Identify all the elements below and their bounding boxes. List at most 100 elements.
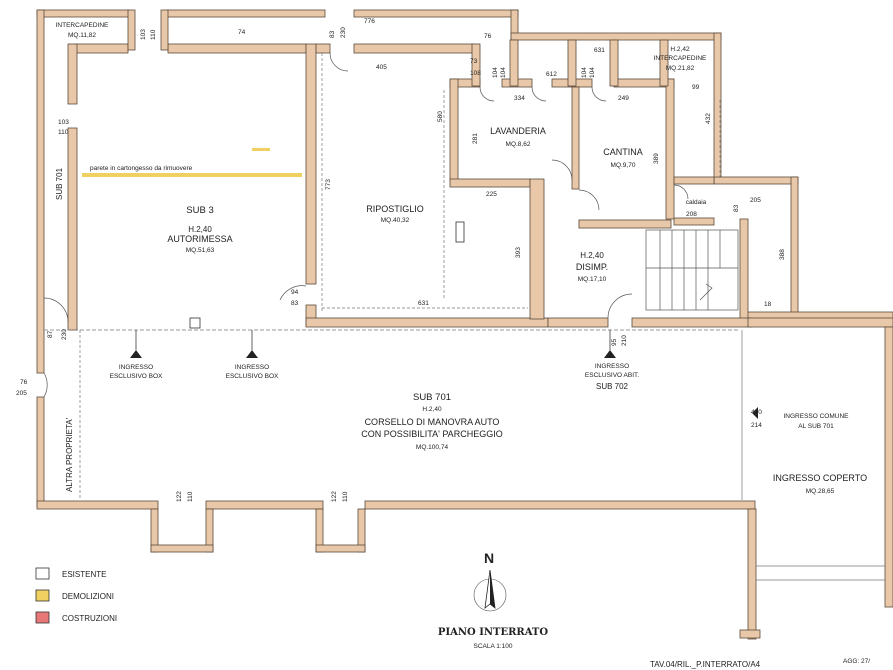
sub-701-side-label: SUB 701 xyxy=(55,167,64,200)
svg-text:DEMOLIZIONI: DEMOLIZIONI xyxy=(62,592,114,601)
dim-773: 773 xyxy=(325,179,332,190)
svg-text:COSTRUZIONI: COSTRUZIONI xyxy=(62,614,117,623)
dim-104-a1: 104 xyxy=(492,67,499,78)
legend-item-construction: COSTRUZIONI xyxy=(35,611,117,624)
dim-208: 208 xyxy=(686,211,697,218)
dim-99: 99 xyxy=(692,84,700,91)
dim-110-b: 110 xyxy=(58,129,69,136)
ingresso-abit-line2: ESCLUSIVO ABIT. xyxy=(585,372,639,379)
dim-83b: 83 xyxy=(733,204,740,212)
north-arrow: N xyxy=(473,550,507,612)
dim-281: 281 xyxy=(472,133,479,144)
dim-122-b: 122 xyxy=(331,491,338,502)
cabinet xyxy=(455,221,465,243)
dim-249: 249 xyxy=(618,95,629,102)
dim-104-b1: 104 xyxy=(581,67,588,78)
dim-205b: 205 xyxy=(16,390,27,397)
dim-87: 87 xyxy=(47,330,54,338)
ingresso-abit-line1: INGRESSO xyxy=(595,363,629,370)
demolition-wall xyxy=(82,148,302,177)
dim-230b: 230 xyxy=(61,329,68,340)
lavanderia-area: MQ.8,62 xyxy=(506,141,531,148)
dim-225: 225 xyxy=(486,191,497,198)
interior-lines xyxy=(44,53,885,581)
dim-631: 631 xyxy=(594,47,605,54)
dim-389: 389 xyxy=(653,153,660,164)
dim-612: 612 xyxy=(546,71,557,78)
ingresso-coperto-name: INGRESSO COPERTO xyxy=(773,473,867,483)
autorimessa-sub: SUB 3 xyxy=(186,205,213,216)
disimpegno-name: DISIMP. xyxy=(576,262,608,272)
dim-103-a: 103 xyxy=(140,29,147,40)
autorimessa-area: MQ.51,63 xyxy=(186,247,215,254)
dim-74: 74 xyxy=(238,29,246,36)
dim-388: 388 xyxy=(779,249,786,260)
ripostiglio-name: RIPOSTIGLIO xyxy=(366,204,424,214)
dim-214: 214 xyxy=(751,422,762,429)
ingresso-comune-line2: AL SUB 701 xyxy=(798,423,834,430)
walls xyxy=(36,9,893,640)
dim-210: 210 xyxy=(621,335,628,346)
ingresso-box-1-line1: INGRESSO xyxy=(119,364,153,371)
legend-item-demolition: DEMOLIZIONI xyxy=(35,589,114,602)
altra-proprieta-label: ALTRA PROPRIETA' xyxy=(65,417,74,492)
dim-110-d: 110 xyxy=(342,491,349,502)
dim-110-a: 110 xyxy=(150,29,157,40)
dim-104-a2: 104 xyxy=(500,67,507,78)
dim-18: 18 xyxy=(764,301,772,308)
room-labels: INTERCAPEDINE MQ.11,82 SUB 3 H.2,40 AUTO… xyxy=(56,22,867,495)
dim-83: 83 xyxy=(329,30,336,38)
dim-94: 94 xyxy=(291,289,299,296)
pillar xyxy=(189,317,201,329)
intercapedine-2-name: INTERCAPEDINE xyxy=(654,55,707,62)
intercapedine-1-area: MQ.11,82 xyxy=(68,32,96,39)
plan-title: PIANO INTERRATO xyxy=(438,627,548,638)
dim-490: 490 xyxy=(751,409,762,416)
corsello-sub: SUB 701 xyxy=(413,392,451,403)
annotations: parete in cartongesso da rimuovere SUB 7… xyxy=(55,165,849,492)
dim-776: 776 xyxy=(364,18,375,25)
cantina-area: MQ.9,70 xyxy=(611,162,636,169)
footer-corner: AGG: 27/ xyxy=(843,658,870,665)
dim-108: 108 xyxy=(470,70,481,77)
dim-631b: 631 xyxy=(418,300,429,307)
dim-432: 432 xyxy=(705,113,712,124)
ingresso-box-1-line2: ESCLUSIVO BOX xyxy=(110,373,163,380)
dim-393: 393 xyxy=(515,247,522,258)
dim-73: 73 xyxy=(470,58,478,65)
corsello-area: MQ.100,74 xyxy=(416,444,449,451)
disimpegno-area: MQ.17,10 xyxy=(578,276,607,283)
ingresso-comune-line1: INGRESSO COMUNE xyxy=(783,413,849,420)
legend-item-existing: ESISTENTE xyxy=(35,567,106,580)
dimensions: 103 110 74 83 230 776 76 631 405 73 108 … xyxy=(16,18,786,502)
intercapedine-1-name: INTERCAPEDINE xyxy=(56,22,109,29)
corsello-height: H.2,40 xyxy=(422,406,442,413)
dim-95: 95 xyxy=(611,338,618,346)
plan-scale: SCALA 1:100 xyxy=(473,643,512,650)
door-swings xyxy=(43,52,689,398)
ingresso-box-2-line1: INGRESSO xyxy=(235,364,269,371)
dim-76: 76 xyxy=(484,33,492,40)
corsello-line2: CON POSSIBILITA' PARCHEGGIO xyxy=(361,429,502,439)
dim-230: 230 xyxy=(340,27,347,38)
disimpegno-height: H.2,40 xyxy=(580,251,604,260)
autorimessa-name: AUTORIMESSA xyxy=(167,234,232,244)
ripostiglio-area: MQ.40,32 xyxy=(381,217,410,224)
caldaia-label: caldaia xyxy=(686,199,707,206)
ingresso-abit-line3: SUB 702 xyxy=(596,382,629,391)
corsello-line1: CORSELLO DI MANOVRA AUTO xyxy=(365,417,500,427)
svg-text:ESISTENTE: ESISTENTE xyxy=(62,570,106,579)
staircase xyxy=(645,229,739,311)
dim-83c: 83 xyxy=(291,300,299,307)
dim-334: 334 xyxy=(514,95,525,102)
dim-405: 405 xyxy=(376,64,387,71)
autorimessa-height: H.2,40 xyxy=(188,225,212,234)
dim-110-c: 110 xyxy=(187,491,194,502)
dim-76b: 76 xyxy=(20,379,28,386)
ingresso-coperto-area: MQ.28,65 xyxy=(806,488,835,495)
dim-580: 580 xyxy=(437,111,444,122)
entrance-arrows xyxy=(130,330,758,419)
intercapedine-2-height: H.2,42 xyxy=(670,46,690,53)
cantina-name: CANTINA xyxy=(603,147,643,157)
